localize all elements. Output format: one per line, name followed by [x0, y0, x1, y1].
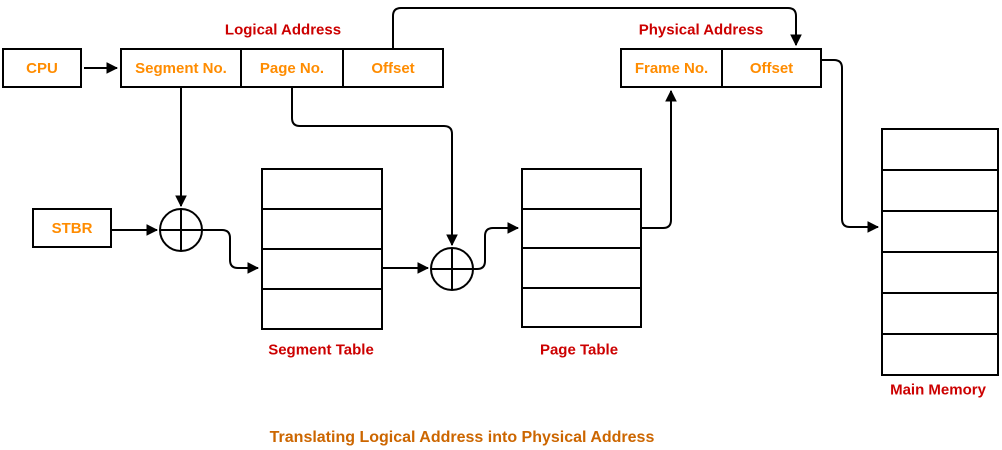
table-row [883, 333, 997, 374]
arrow-adder1-to-segment-table [202, 229, 258, 268]
table-row [263, 288, 381, 328]
frame-no-field: Frame No. [620, 48, 723, 88]
page-table-label: Page Table [539, 341, 619, 359]
table-row [263, 208, 381, 248]
arrow-logical-offset-to-physical-offset [392, 7, 796, 48]
table-row [523, 170, 640, 208]
page-no-field: Page No. [240, 48, 344, 88]
arrow-adder2-to-page-table [473, 228, 518, 270]
stbr-box: STBR [32, 208, 112, 248]
table-row [883, 210, 997, 251]
physical-offset-field: Offset [721, 48, 822, 88]
table-row [883, 169, 997, 210]
table-row [883, 130, 997, 169]
logical-address-label: Logical Address [224, 21, 342, 39]
table-row [523, 207, 640, 248]
adder2-plus-circle-icon [430, 247, 474, 291]
logical-offset-field: Offset [342, 48, 444, 88]
main-memory-label: Main Memory [890, 381, 986, 399]
arrow-page-table-to-frame-no [641, 91, 671, 229]
segment-no-field: Segment No. [120, 48, 242, 88]
diagram-title: Translating Logical Address into Physica… [269, 429, 655, 446]
table-row [263, 170, 381, 208]
cpu-box: CPU [2, 48, 82, 88]
table-row [883, 292, 997, 333]
table-row [523, 247, 640, 287]
arrow-page-no-to-adder2 [291, 88, 452, 245]
page-table [521, 168, 642, 328]
segment-table-label: Segment Table [268, 341, 374, 359]
main-memory-table [881, 128, 999, 376]
table-row [883, 251, 997, 292]
adder1-plus-circle-icon [159, 208, 203, 252]
physical-address-label: Physical Address [638, 21, 764, 39]
arrow-physical-offset-to-main-memory [822, 59, 878, 227]
table-row [523, 286, 640, 327]
table-row [263, 248, 381, 288]
segment-table [261, 168, 383, 330]
